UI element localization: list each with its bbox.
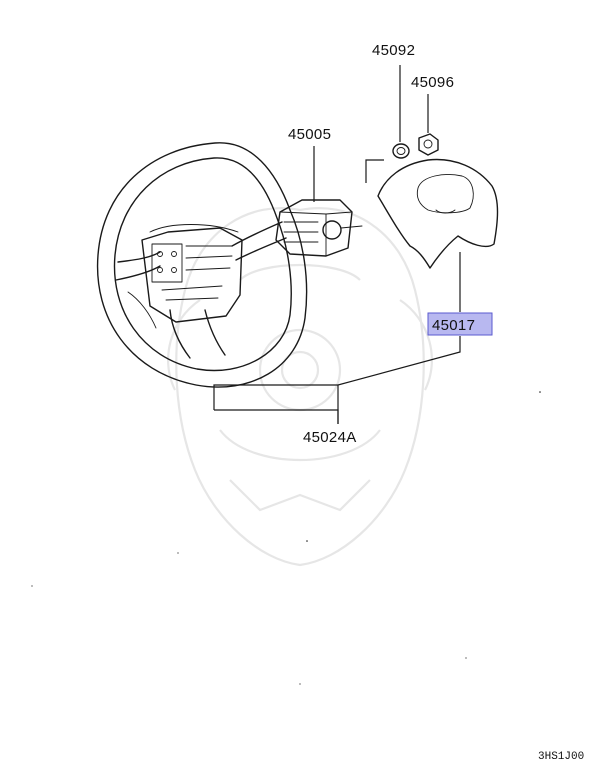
part-45017-shape <box>377 158 499 269</box>
watermark-emblem <box>167 207 433 567</box>
label-45005[interactable]: 45005 <box>288 126 331 143</box>
leader-lines <box>213 65 461 424</box>
highlight-box-45017 <box>427 312 493 336</box>
label-45096[interactable]: 45096 <box>411 74 454 91</box>
label-45024A[interactable]: 45024A <box>303 429 357 446</box>
part-45092-shape <box>392 143 410 159</box>
steering-wheel <box>96 142 308 388</box>
print-specks <box>31 391 541 685</box>
label-45017[interactable]: 45017 <box>432 317 475 334</box>
part-45005-shape <box>275 199 363 257</box>
leader-45024A <box>214 409 339 424</box>
label-45092[interactable]: 45092 <box>372 42 415 59</box>
part-45096-shape <box>418 133 439 156</box>
diagram-code: 3HS1J00 <box>538 751 584 763</box>
leader-bracket-45005 <box>365 159 384 183</box>
